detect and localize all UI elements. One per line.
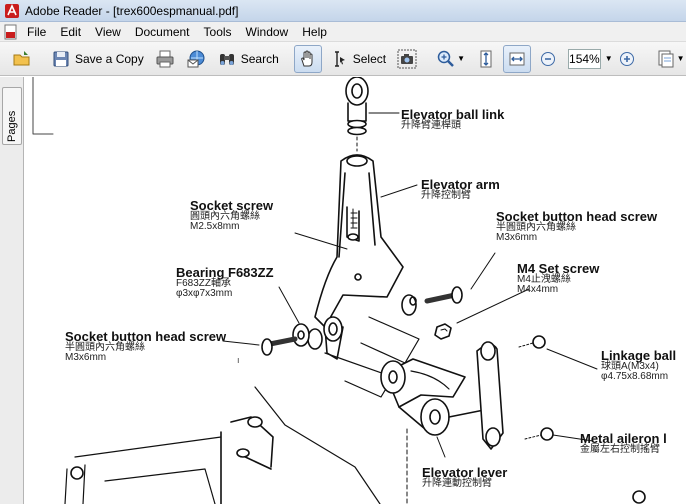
menu-view[interactable]: View (95, 24, 121, 39)
exploded-parts-diagram: ı (32, 77, 646, 504)
zoom-level-input[interactable]: 154% (568, 48, 601, 69)
email-button[interactable] (182, 45, 210, 73)
magnifier-plus-icon (436, 49, 456, 69)
plus-circle-icon (617, 49, 637, 69)
menu-help[interactable]: Help (302, 24, 327, 39)
fit-page-button[interactable] (472, 45, 500, 73)
page-layout-button[interactable]: ▼ (652, 45, 686, 73)
document-view[interactable]: ı Elevator ball link 升降臂連桿頭 Elevator arm… (25, 77, 686, 504)
label-elevator-arm: Elevator arm 升降控制臂 (421, 177, 500, 201)
label-bearing: Bearing F683ZZ F683ZZ軸承 φ3xφ7x3mm (176, 265, 274, 299)
zoom-in-button[interactable] (613, 45, 641, 73)
folder-open-icon (12, 49, 32, 69)
navigation-panel: Pages (0, 77, 24, 504)
print-button[interactable] (151, 45, 179, 73)
label-elevator-lever: Elevator lever 升降連動控制臂 (422, 465, 508, 489)
save-disk-icon (51, 49, 71, 69)
chevron-down-icon[interactable]: ▼ (457, 54, 466, 63)
label-socket-button-head-screw-left: Socket button head screw 半圓頭內六角螺絲 M3x6mm (65, 329, 227, 363)
fit-width-button[interactable] (503, 44, 532, 73)
label-elevator-ball-link: Elevator ball link 升降臂連桿頭 (401, 107, 505, 131)
title-bar: Adobe Reader - [trex600espmanual.pdf] (0, 0, 686, 22)
zoom-tool-button[interactable]: ▼ (432, 45, 469, 73)
camera-icon (397, 49, 417, 69)
zoom-out-button[interactable] (534, 45, 562, 73)
label-linkage-ball: Linkage ball 球頭A(M3x4) φ4.75x8.68mm (601, 348, 677, 382)
pages-tab[interactable]: Pages (2, 87, 22, 145)
label-metal-aileron: Metal aileron l 金屬左右控制搖臂 (580, 431, 667, 455)
page-layout-icon (656, 49, 676, 69)
label-socket-button-head-screw-right: Socket button head screw 半圓頭內六角螺絲 M3x6mm (496, 209, 658, 243)
save-a-copy-label: Save a Copy (75, 51, 144, 66)
minus-circle-icon (538, 49, 558, 69)
small-mark: ı (237, 356, 240, 366)
email-globe-icon (186, 49, 206, 69)
menu-tools[interactable]: Tools (203, 24, 232, 39)
select-tool-button[interactable]: Select (325, 45, 390, 73)
menu-bar: File Edit View Document Tools Window Hel… (0, 22, 686, 42)
fit-height-icon (476, 49, 496, 69)
binoculars-icon (217, 49, 237, 69)
hand-icon (298, 49, 318, 69)
menu-document[interactable]: Document (134, 24, 190, 39)
window-title: Adobe Reader - [trex600espmanual.pdf] (25, 3, 239, 18)
zoom-dropdown-chevron-icon[interactable]: ▼ (604, 54, 613, 63)
open-button[interactable] (8, 45, 36, 73)
hand-tool-button[interactable] (293, 44, 322, 73)
document-icon[interactable] (4, 24, 18, 40)
label-socket-screw: Socket screw 圓頭內六角螺絲 M2.5x8mm (190, 198, 274, 232)
select-label: Select (352, 51, 387, 66)
adobe-reader-icon (4, 3, 20, 19)
snapshot-button[interactable] (393, 45, 421, 73)
chevron-down-icon[interactable]: ▼ (676, 54, 685, 63)
label-m4-set-screw: M4 Set screw M4止洩螺絲 M4x4mm (517, 261, 600, 295)
menu-window[interactable]: Window (245, 24, 289, 39)
save-a-copy-button[interactable]: Save a Copy (47, 45, 148, 73)
menu-edit[interactable]: Edit (60, 24, 82, 39)
search-label: Search (240, 51, 279, 66)
fit-width-icon (507, 49, 527, 69)
toolbar: Save a Copy Search Select (0, 42, 686, 76)
text-cursor-icon (329, 49, 349, 69)
menu-file[interactable]: File (27, 24, 47, 39)
printer-icon (155, 49, 175, 69)
search-button[interactable]: Search (213, 45, 283, 73)
pages-tab-label: Pages (6, 110, 18, 142)
